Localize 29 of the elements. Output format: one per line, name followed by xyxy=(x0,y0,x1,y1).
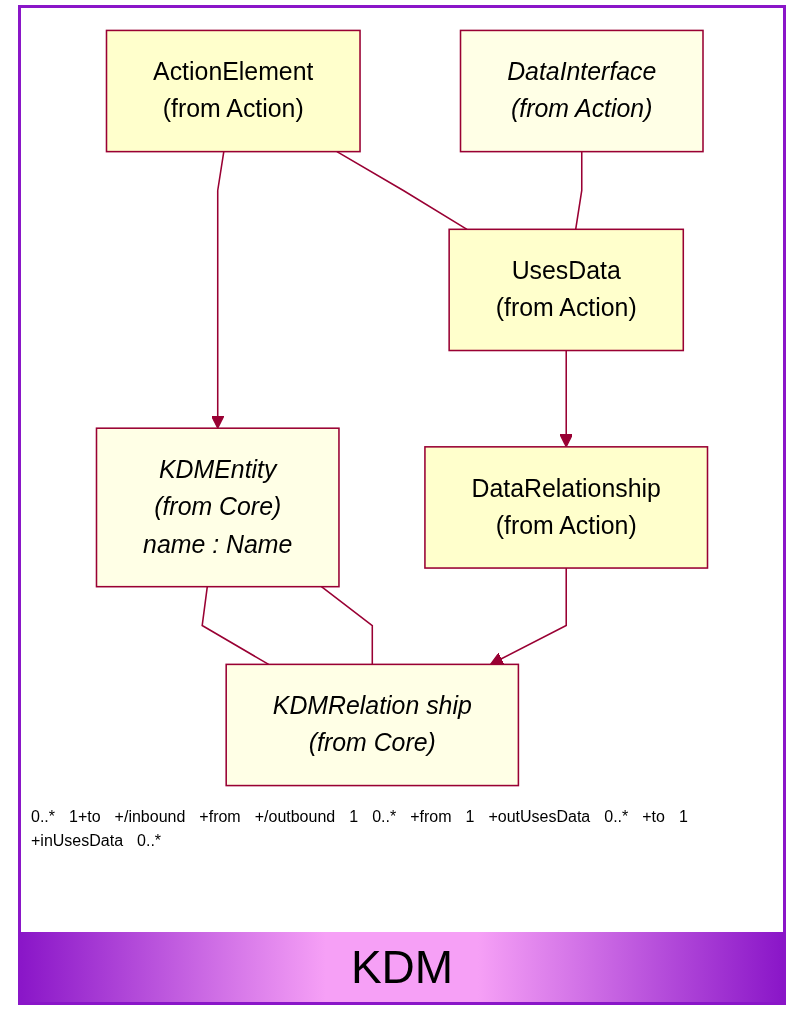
role-label: 1 xyxy=(678,808,688,826)
node-box: KDMEntity (from Core) name : Name xyxy=(95,427,340,588)
role-label: +inUsesData xyxy=(31,832,124,850)
role-label: 1 xyxy=(349,808,359,826)
role-label: +from xyxy=(410,808,452,826)
role-label: +/inbound xyxy=(114,808,186,826)
arrow xyxy=(489,567,567,665)
role-label: 0..* xyxy=(137,832,162,850)
role-label: +from xyxy=(199,808,241,826)
connector xyxy=(336,150,468,231)
role-label: +/outbound xyxy=(254,808,336,826)
role-label: +to xyxy=(642,808,665,826)
node-box: ActionElement (from Action) xyxy=(105,29,361,153)
role-label: 1 xyxy=(465,808,475,826)
node-box: DataRelationship (from Action) xyxy=(424,446,709,569)
role-label: 0..* xyxy=(604,808,629,826)
role-label: 1+to xyxy=(69,808,101,826)
node-box: DataInterface (from Action) xyxy=(459,29,704,153)
title-banner: KDM xyxy=(21,932,783,1002)
node-box: UsesData (from Action) xyxy=(448,228,685,352)
connector xyxy=(320,585,374,666)
role-label: 0..* xyxy=(31,808,55,826)
node-box: KDMRelation ship (from Core) xyxy=(225,663,520,787)
role-label: +outUsesData xyxy=(488,808,591,826)
arrow xyxy=(559,349,574,448)
role-label: 0..* xyxy=(372,808,397,826)
connector xyxy=(201,585,270,666)
arrow xyxy=(210,150,225,429)
connector xyxy=(574,150,583,231)
